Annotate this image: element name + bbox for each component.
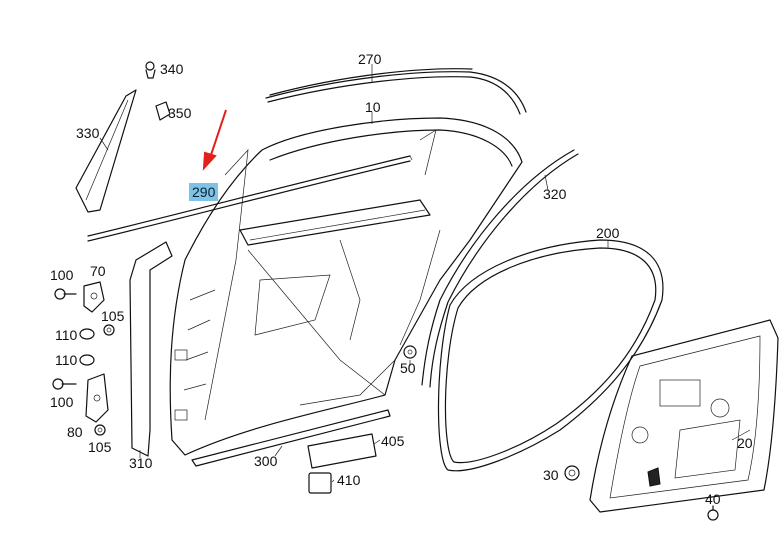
callout-290-highlighted[interactable]: 290 — [189, 183, 219, 201]
part-20-inner-panel — [589, 319, 779, 513]
part-70-upper-hinge — [83, 281, 105, 313]
callout-200[interactable]: 200 — [596, 225, 620, 241]
part-200-door-seal — [437, 239, 664, 472]
callout-300[interactable]: 300 — [254, 453, 278, 469]
callout-100-upper[interactable]: 100 — [50, 267, 74, 283]
callout-410[interactable]: 410 — [337, 472, 361, 488]
callout-80[interactable]: 80 — [67, 424, 83, 440]
part-270-frame-strip — [265, 68, 527, 115]
part-300-sill-strip — [191, 409, 391, 467]
callout-110-lower[interactable]: 110 — [55, 352, 78, 368]
part-405-panel — [307, 433, 377, 469]
callout-50[interactable]: 50 — [400, 360, 416, 376]
part-310-front-trim — [129, 241, 173, 457]
part-100b-bolt — [52, 378, 77, 390]
leader-lines — [99, 64, 751, 483]
callout-330[interactable]: 330 — [76, 125, 100, 141]
part-100a-bolt — [54, 288, 77, 300]
part-330-channel-trim — [75, 89, 137, 213]
part-350-clip — [155, 101, 171, 121]
callout-270[interactable]: 270 — [358, 51, 382, 67]
callout-350[interactable]: 350 — [168, 105, 192, 121]
part-105b-washer — [94, 424, 106, 436]
part-50-grommet — [403, 345, 417, 359]
part-30-plug — [564, 465, 580, 481]
part-80-lower-hinge — [85, 373, 109, 423]
callout-310[interactable]: 310 — [129, 455, 153, 471]
part-10-door-shell — [169, 117, 523, 456]
callout-10[interactable]: 10 — [365, 99, 381, 115]
callout-340[interactable]: 340 — [160, 61, 184, 77]
callout-70[interactable]: 70 — [90, 263, 106, 279]
part-340-clip — [145, 61, 156, 79]
callout-320[interactable]: 320 — [543, 186, 567, 202]
callout-405[interactable]: 405 — [381, 433, 405, 449]
callout-40[interactable]: 40 — [705, 491, 721, 507]
part-290-beltline-strip — [87, 155, 413, 242]
callout-105-upper[interactable]: 105 — [101, 308, 125, 324]
part-105a-washer — [103, 324, 115, 336]
part-320-rear-seal — [421, 149, 579, 388]
callout-110-upper[interactable]: 110 — [55, 327, 78, 343]
callout-105-lower[interactable]: 105 — [88, 439, 112, 455]
part-40-screw — [707, 505, 719, 521]
part-110b-plug — [79, 354, 95, 366]
part-410-label — [308, 472, 332, 494]
indicator-arrow — [202, 109, 227, 171]
callout-30[interactable]: 30 — [543, 467, 559, 483]
callout-100-lower[interactable]: 100 — [50, 394, 74, 410]
callout-20[interactable]: 20 — [737, 435, 753, 451]
part-110a-plug — [79, 328, 95, 340]
